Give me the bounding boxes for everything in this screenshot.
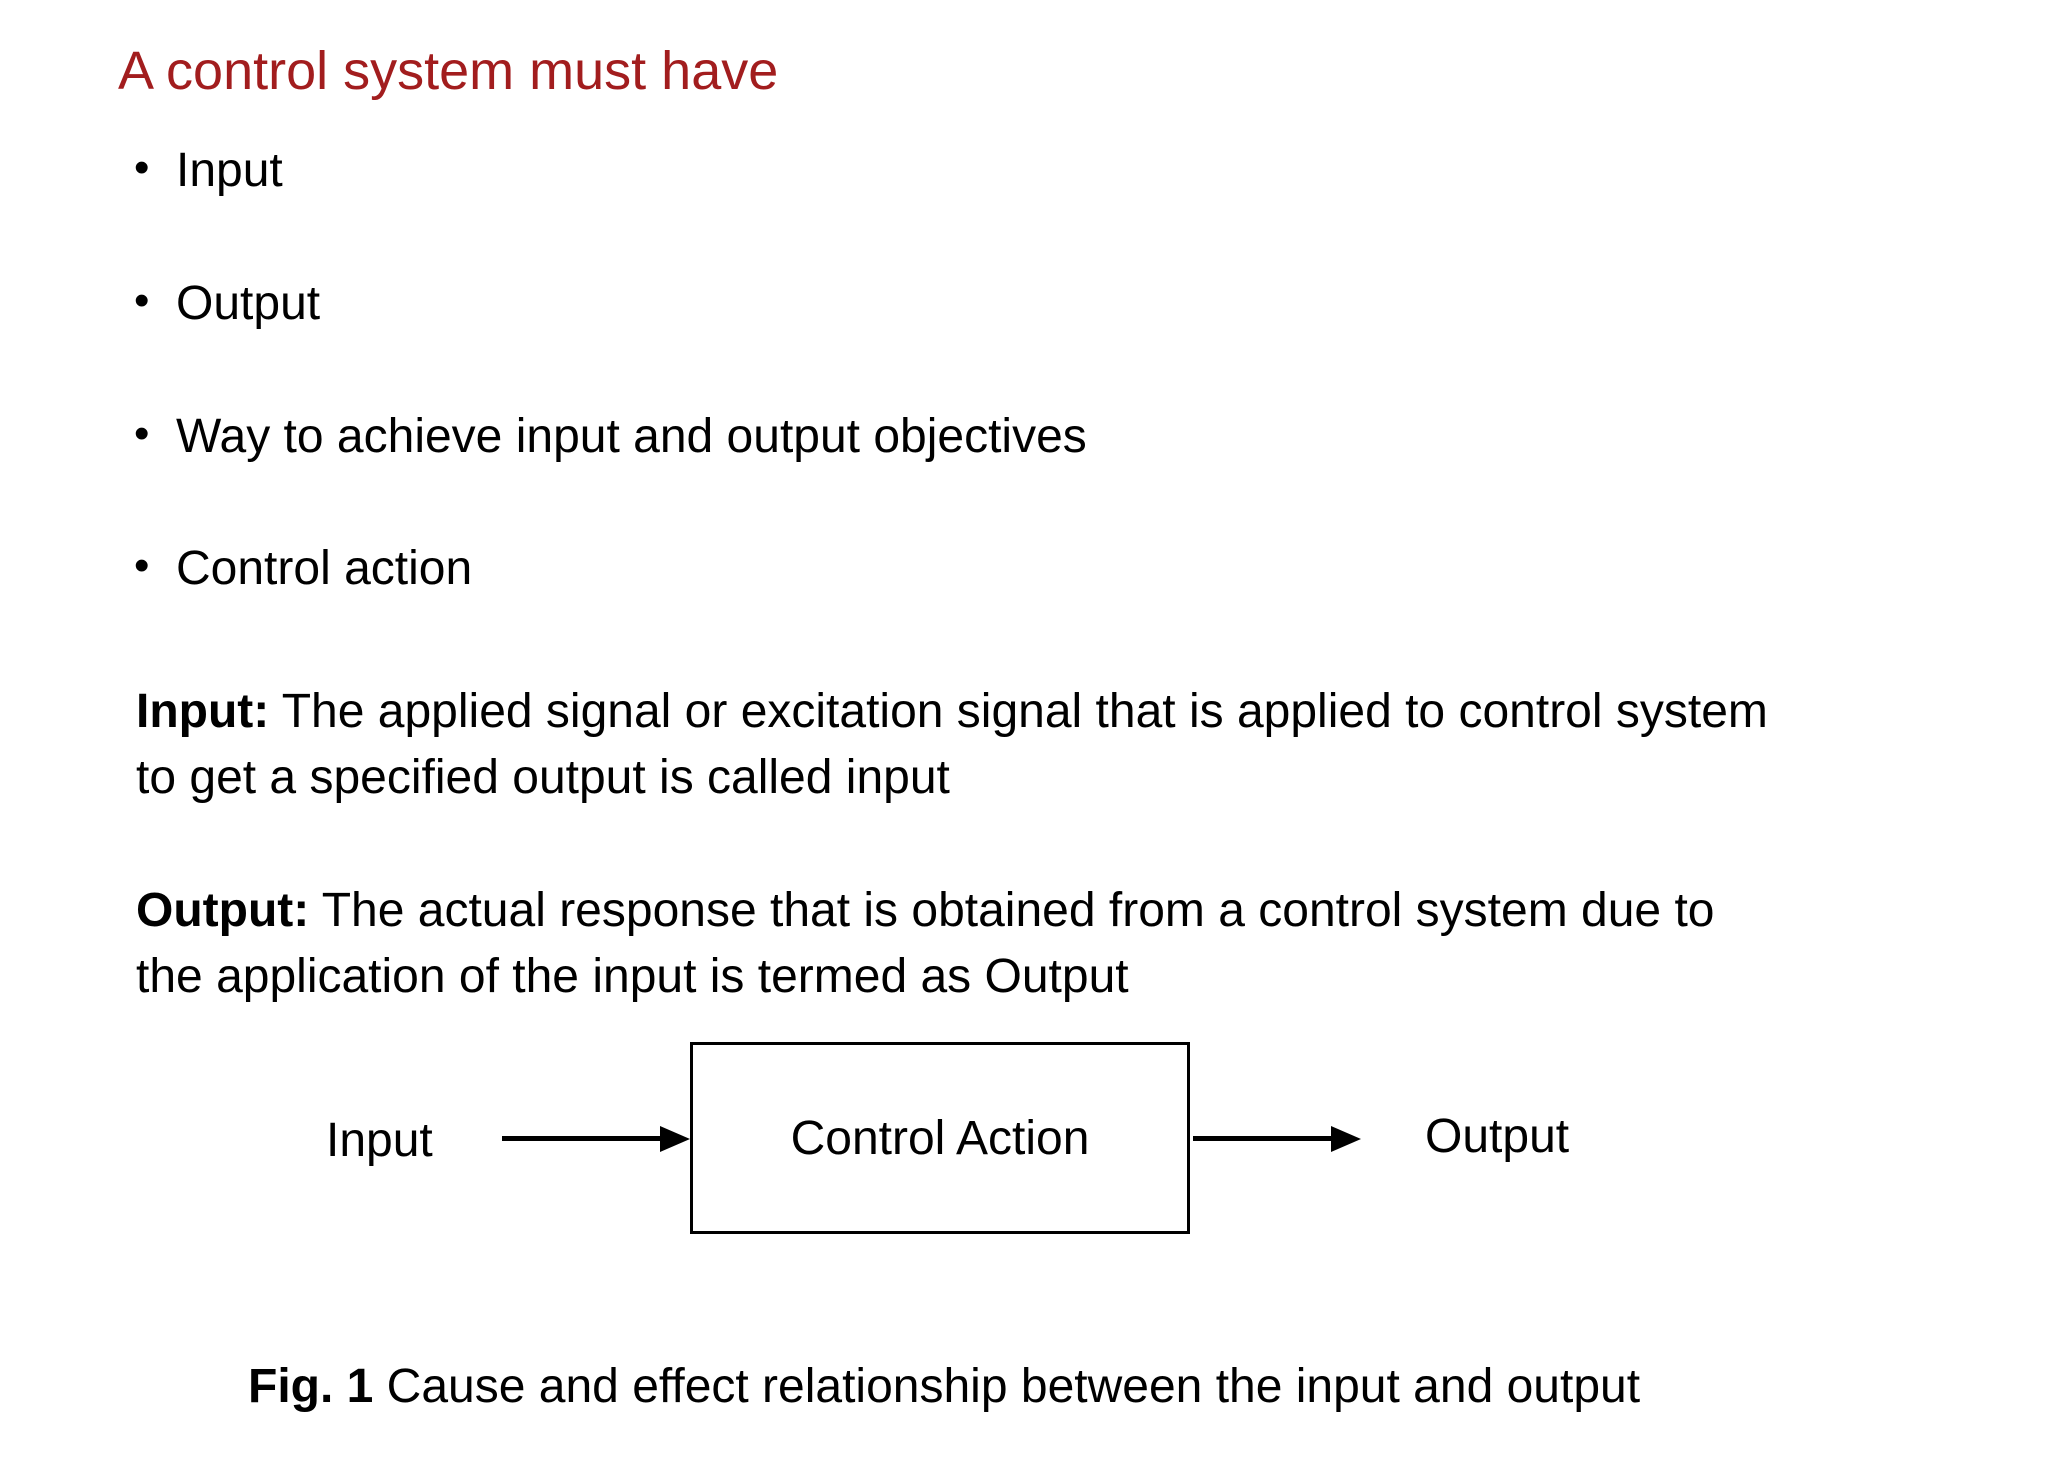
arrow-right-head-icon xyxy=(660,1126,690,1152)
definition-line: The applied signal or excitation signal … xyxy=(269,685,1768,738)
bullet-item-control-action: • Control action xyxy=(134,540,472,598)
control-action-box-label: Control Action xyxy=(790,1111,1090,1165)
bullet-icon: • xyxy=(134,276,150,325)
page-title: A control system must have xyxy=(118,41,779,101)
bullet-label: Way to achieve input and output objectiv… xyxy=(176,410,1087,463)
bullet-icon: • xyxy=(134,541,150,590)
figure-caption: Fig. 1 Cause and effect relationship bet… xyxy=(248,1358,1640,1416)
definition-line: to get a specified output is called inpu… xyxy=(136,751,950,804)
bullet-icon: • xyxy=(134,409,150,458)
definition-line: the application of the input is termed a… xyxy=(136,950,1129,1003)
arrow-right-head-icon xyxy=(1331,1126,1361,1152)
bullet-icon: • xyxy=(134,143,150,192)
definition-term: Input: xyxy=(136,685,270,738)
control-action-box: Control Action xyxy=(690,1042,1190,1234)
bullet-item-way: • Way to achieve input and output object… xyxy=(134,408,1087,466)
definition-line: The actual response that is obtained fro… xyxy=(309,884,1715,937)
arrow-right-icon xyxy=(1193,1136,1333,1141)
bullet-label: Control action xyxy=(176,542,473,595)
bullet-item-input: • Input xyxy=(134,142,283,200)
bullet-label: Input xyxy=(176,144,283,197)
figure-caption-number: Fig. 1 xyxy=(248,1360,374,1413)
definition-input: Input: The applied signal or excitation … xyxy=(136,679,2036,811)
figure-caption-text: Cause and effect relationship between th… xyxy=(373,1360,1641,1413)
diagram-input-label: Input xyxy=(326,1114,433,1167)
diagram-output-label: Output xyxy=(1425,1110,1570,1163)
bullet-label: Output xyxy=(176,277,321,330)
bullet-item-output: • Output xyxy=(134,275,320,333)
definition-term: Output: xyxy=(136,884,310,937)
arrow-right-icon xyxy=(502,1136,662,1141)
definition-output: Output: The actual response that is obta… xyxy=(136,878,2036,1010)
